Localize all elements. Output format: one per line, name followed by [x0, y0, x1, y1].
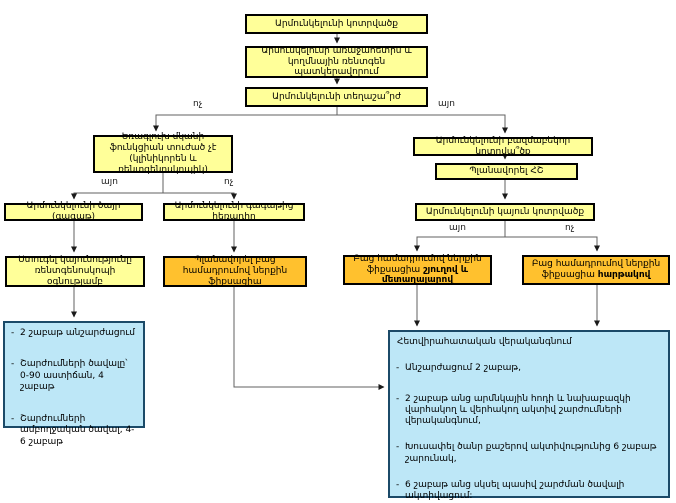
rehab-item: - Շարժումների ծավալը՝ 0-90 աստիճան, 4 շա… [11, 359, 128, 392]
rehab-item: - 6 շաբաթ անց սկսել պասիվ շարժման ծավալի… [396, 479, 625, 501]
node-label: Բաց համադրումով ներքին ֆիքսացիա շյուղով … [353, 253, 482, 286]
rehab-item: - Շարժումների ամբողջական ծավալ, 4-6 շաբա… [11, 414, 135, 447]
node-olecranon-fracture: Արմունկելունի կոտրվածք [245, 14, 428, 34]
panel-title: Հետվիրահատական վերականգնում [397, 337, 572, 347]
rehab-item: - 2 շաբաթ անց արմնկային հոդի և նախաբազկի… [396, 393, 631, 427]
node-plan-orif: Պլանավորել բաց համադրումով ներքին ֆիքսաց… [163, 255, 307, 287]
bullet-dash: - [11, 414, 15, 424]
node-stable-fracture: Արմունկելունի կայուն կոտրվածք [415, 203, 595, 221]
node-label: Արմունկելունի կայուն կոտրվածք [425, 206, 585, 217]
bullet-dash: - [11, 328, 15, 338]
node-label: Արմունկելունի տեղաշա՞րժ [272, 91, 401, 102]
node-orif-plate: Բաց համադրումով ներքին ֆիքսացիա հարթակով [522, 255, 670, 285]
node-xray-imaging: Արմունկելունի առաջահետին և կողմնային ռեն… [245, 46, 428, 78]
edge-label-no: ոչ [224, 177, 234, 187]
panel-postoperative-rehab: Հետվիրահատական վերականգնում - Անշարժացու… [388, 330, 670, 501]
edge-label-yes: այո [449, 223, 466, 233]
bullet-dash: - [396, 442, 400, 453]
edge-label-yes: այո [101, 177, 118, 187]
node-label: Արմունկելունի ծայր (գագաթ) [26, 201, 121, 222]
edge-label-no: ոչ [565, 223, 575, 233]
node-label: Եռագլուխ մկանի ֆունկցիան տուժած չէ (կլին… [109, 132, 217, 175]
node-label: Արմունկելունի առաջահետին և կողմնային ռեն… [261, 45, 412, 78]
node-label: Արմունկելունի գագաթից հեռադիր [174, 201, 294, 222]
node-label: Պլանավորել ՀՇ [469, 166, 544, 177]
node-displacement-question: Արմունկելունի տեղաշա՞րժ [245, 87, 428, 107]
node-plan-ct: Պլանավորել ՀՇ [435, 163, 578, 180]
edge-label-no: ոչ [193, 99, 203, 109]
rehab-item: - 2 շաբաթ անշարժացում [11, 328, 135, 338]
node-label: Բաց համադրումով ներքին ֆիքսացիա հարթակով [531, 259, 661, 280]
bullet-dash: - [396, 363, 400, 374]
node-orif-wire: Բաց համադրումով ներքին ֆիքսացիա շյուղով … [343, 253, 492, 286]
node-label: Արմունկելունի կոտրվածք [274, 18, 399, 29]
rehab-item: - Անշարժացում 2 շաբաթ, [396, 363, 521, 374]
node-label: Ստուգել կայունությունը ռենտգենոսկոպի օգն… [18, 255, 132, 287]
panel-conservative-rehab: - 2 շաբաթ անշարժացում - Շարժումների ծավա… [3, 321, 145, 447]
node-label: Արմունկելունի բազմաբեկոր կոտրվա՞ծք [435, 135, 571, 157]
node-check-stability: Ստուգել կայունությունը ռենտգենոսկոպի օգն… [5, 255, 145, 287]
rehab-item: - Խուսափել ծանր քաշերով ակտիվությունից 6… [396, 442, 657, 464]
node-distal-from-apex: Արմունկելունի գագաթից հեռադիր [163, 201, 305, 222]
bullet-dash: - [396, 479, 400, 490]
node-label: Պլանավորել բաց համադրումով ներքին ֆիքսաց… [182, 255, 288, 287]
edge-label-yes: այո [438, 99, 455, 109]
node-triceps-function: Եռագլուխ մկանի ֆունկցիան տուժած չէ (կլին… [93, 132, 233, 175]
node-comminuted-question: Արմունկելունի բազմաբեկոր կոտրվա՞ծք [413, 135, 593, 157]
bullet-dash: - [11, 359, 15, 370]
node-olecranon-tip: Արմունկելունի ծայր (գագաթ) [4, 201, 143, 222]
bullet-dash: - [396, 393, 400, 404]
